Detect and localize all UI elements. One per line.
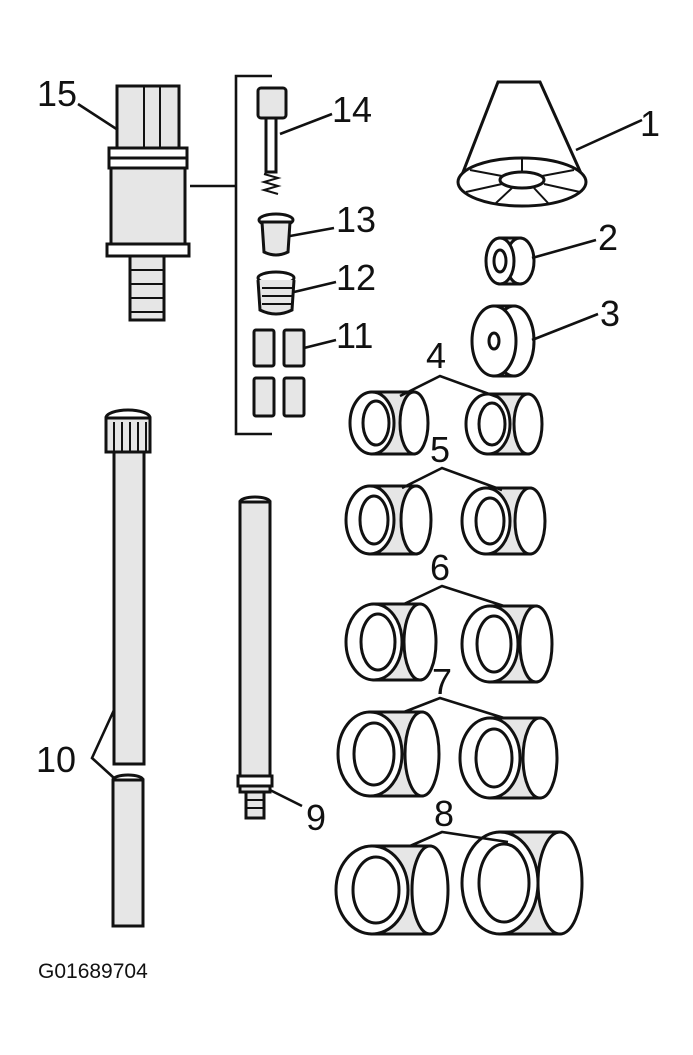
leader-12 xyxy=(293,280,337,294)
part-8-bushing-pair xyxy=(334,830,584,936)
leader-4 xyxy=(399,374,501,400)
part-15-handle-assembly xyxy=(105,84,191,322)
part-6-bushing-pair xyxy=(344,602,554,684)
leader-10 xyxy=(90,709,116,779)
callout-13: 13 xyxy=(336,199,376,240)
part-1-cone xyxy=(456,80,588,208)
leader-7 xyxy=(403,696,505,720)
leader-2 xyxy=(531,238,597,260)
callout-15: 15 xyxy=(37,73,77,114)
callout-5: 5 xyxy=(430,429,450,470)
leader-13 xyxy=(289,226,335,238)
leader-15 xyxy=(77,102,119,132)
kit-bracket xyxy=(234,74,272,436)
figure-code: G01689704 xyxy=(38,960,148,983)
leader-1 xyxy=(575,118,643,152)
leader-8 xyxy=(409,830,509,848)
part-2-small-bushing xyxy=(484,236,536,286)
callout-11: 11 xyxy=(336,315,373,356)
part-10-shaft xyxy=(104,408,152,928)
part-14-pin xyxy=(256,86,288,195)
part-5-bushing-pair xyxy=(344,484,547,556)
part-11-collets xyxy=(252,328,306,418)
leader-3 xyxy=(531,312,599,342)
leader-11 xyxy=(303,338,337,350)
callout-3: 3 xyxy=(600,293,620,334)
leader-14 xyxy=(279,112,333,136)
part-3-washer xyxy=(470,304,536,378)
part-4-bushing-pair xyxy=(348,390,544,456)
callout-8: 8 xyxy=(434,793,454,834)
callout-1: 1 xyxy=(640,103,660,144)
part-7-bushing-pair xyxy=(336,710,559,800)
callout-6: 6 xyxy=(430,547,450,588)
leader-5 xyxy=(401,466,503,492)
callout-14: 14 xyxy=(332,89,372,130)
leader-6 xyxy=(403,584,505,608)
part-12-threaded-insert xyxy=(256,270,296,316)
callout-12: 12 xyxy=(336,257,376,298)
part-9-threaded-rod xyxy=(236,495,274,820)
callout-7: 7 xyxy=(432,661,452,702)
callout-2: 2 xyxy=(598,217,618,258)
part-13-sleeve xyxy=(257,212,295,257)
callout-9: 9 xyxy=(306,797,326,838)
callout-4: 4 xyxy=(426,335,446,376)
leader-9 xyxy=(269,788,303,808)
callout-10: 10 xyxy=(36,739,76,780)
